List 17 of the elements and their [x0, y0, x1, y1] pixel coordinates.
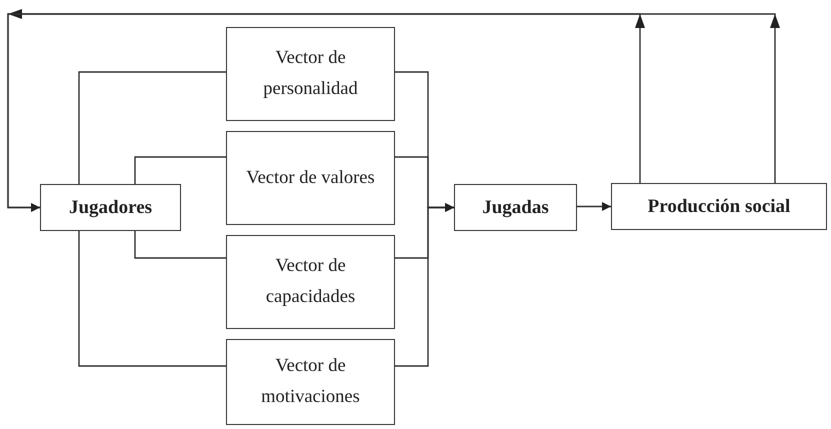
box-label: Vector de personalidad: [262, 47, 359, 101]
box-label: Producción social: [648, 195, 790, 219]
process-box: [226, 339, 395, 425]
arrow: [577, 202, 611, 211]
process-box: [40, 184, 181, 231]
process-box: [611, 183, 827, 230]
arrow: [395, 203, 454, 367]
box-label: Jugadores: [68, 196, 152, 220]
process-box: [226, 131, 395, 225]
box-label: Vector de motivaciones: [260, 355, 361, 409]
process-box: [226, 27, 395, 121]
process-box: [454, 184, 577, 231]
box-label: Vector de valores: [246, 166, 375, 190]
box-label: Jugadas: [482, 196, 549, 220]
box-label: Vector de capacidades: [264, 255, 356, 309]
arrow: [7, 13, 780, 212]
process-box: [226, 235, 395, 329]
